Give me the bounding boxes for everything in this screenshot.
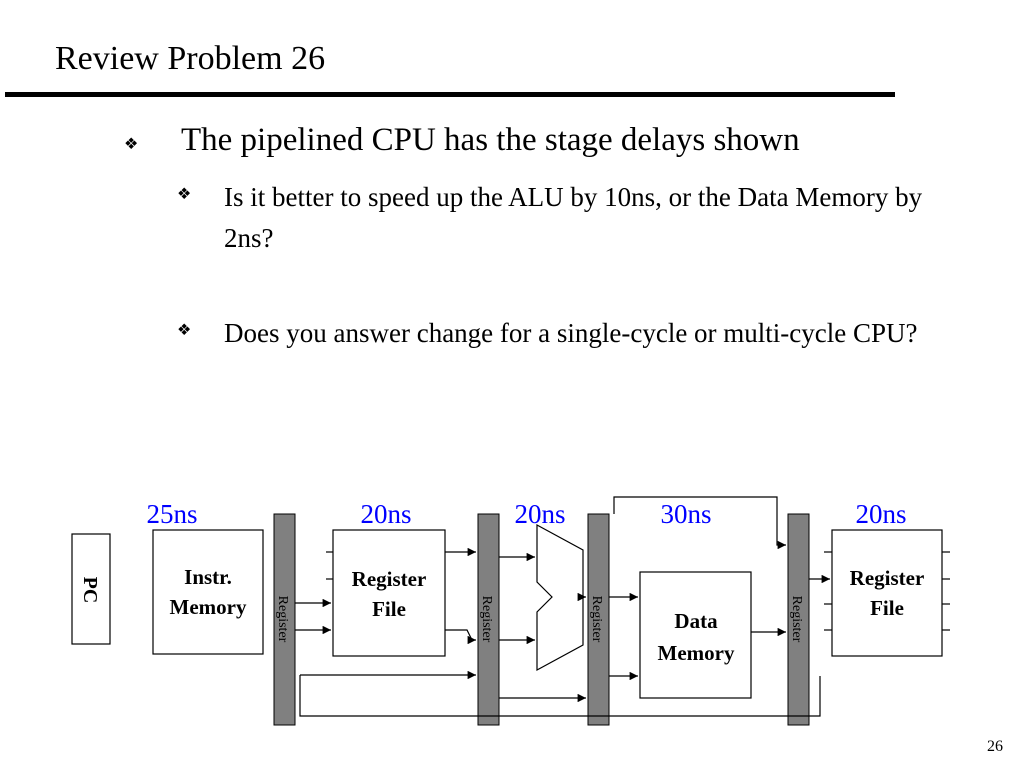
instruction-memory-block: Instr. Memory [152, 529, 264, 655]
data-memory-label-line1: Data [674, 609, 718, 633]
pipeline-register-label: Register [479, 596, 494, 643]
pc-block: PC [71, 533, 111, 645]
delay-label-alu: 20ns [514, 499, 565, 529]
delay-label-register-file: 20ns [360, 499, 411, 529]
pc-label: PC [79, 577, 101, 604]
pipeline-register-ex-mem: Register [587, 513, 610, 726]
main-bullet-text: The pipelined CPU has the stage delays s… [181, 122, 800, 158]
alu-block [536, 523, 584, 672]
pipeline-register-id-ex: Register [477, 513, 500, 726]
sub-bullet-2-text: Does you answer change for a single-cycl… [224, 318, 918, 348]
page-number: 26 [987, 738, 1003, 755]
slide-title: Review Problem 26 [55, 40, 326, 77]
pipeline-register-mem-wb: Register [787, 513, 810, 726]
register-file-label-line1: Register [352, 567, 427, 591]
pipeline-register-label: Register [589, 596, 604, 643]
instr-memory-label-line2: Memory [170, 595, 247, 619]
data-memory-label-line2: Memory [658, 641, 735, 665]
sub-bullet-icon: ❖ [177, 186, 192, 203]
pipeline-register-if-id: Register [273, 513, 296, 726]
pipeline-register-label: Register [275, 596, 290, 643]
data-memory-block: Data Memory [639, 571, 752, 699]
sub-bullet-icon: ❖ [177, 322, 192, 339]
bullet-icon: ❖ [124, 136, 139, 153]
datapath-wires [295, 496, 950, 717]
delay-label-writeback: 20ns [855, 499, 906, 529]
pipeline-register-label: Register [789, 596, 804, 643]
register-file-block: Register File [332, 529, 446, 657]
register-file-writeback-block: Register File [831, 529, 943, 657]
sub-bullet-1-text: Is it better to speed up the ALU by 10ns… [224, 182, 923, 253]
title-rule [5, 92, 895, 97]
register-file-wb-label-line1: Register [850, 566, 925, 590]
delay-label-instr-memory: 25ns [146, 499, 197, 529]
register-file-label-line2: File [372, 597, 406, 621]
delay-label-data-memory: 30ns [660, 499, 711, 529]
instr-memory-label-line1: Instr. [184, 565, 232, 589]
register-file-wb-label-line2: File [870, 596, 904, 620]
